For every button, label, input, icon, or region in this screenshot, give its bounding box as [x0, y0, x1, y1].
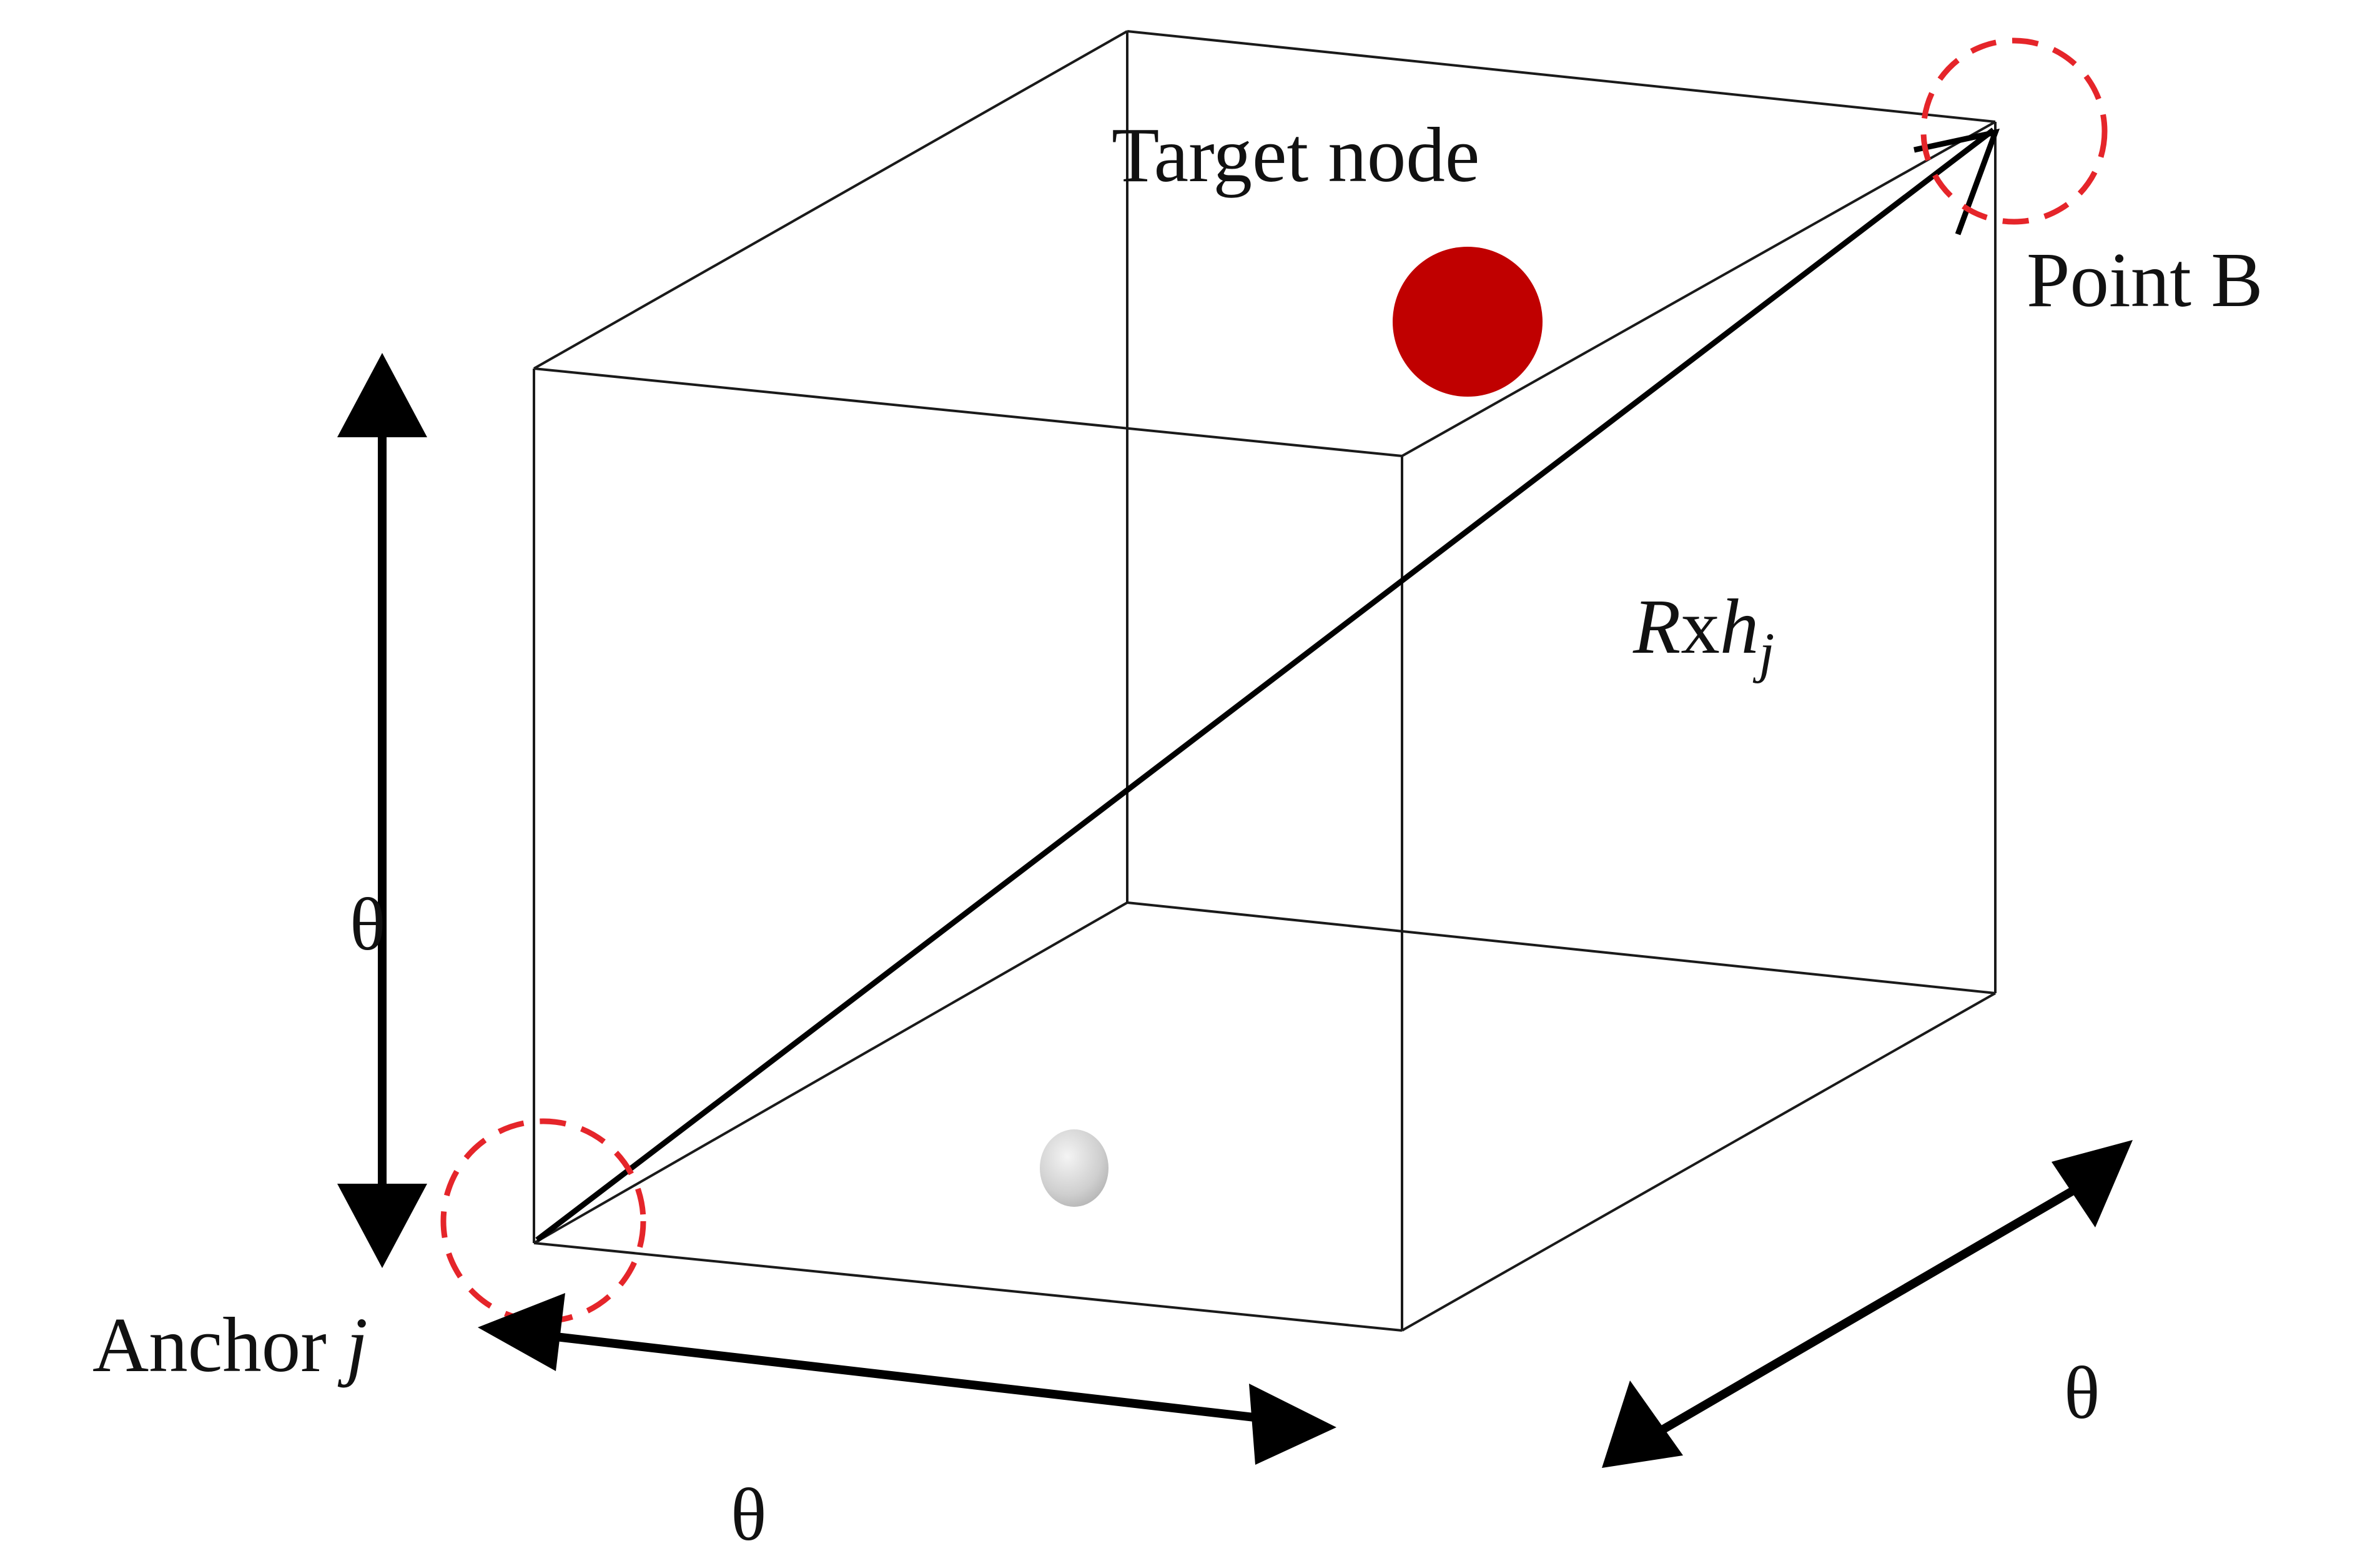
cube-edge-top-front — [533, 367, 1403, 457]
theta-vertical-label: θ — [350, 883, 385, 966]
range-arrow-head — [1913, 128, 2000, 235]
bottom-theta-arrow — [478, 1293, 1336, 1465]
range-diagonal-arrow — [535, 127, 1995, 1242]
right-theta-arrow — [1602, 1140, 2133, 1468]
cube-edge-bottom-left — [533, 901, 1128, 1244]
anchor-node-marker — [1040, 1129, 1109, 1207]
cube-edge-bottom-right — [1401, 992, 1996, 1332]
range-label-x: x — [1681, 584, 1720, 670]
target-node-label: Target node — [1112, 112, 1479, 199]
theta-bottom-label: θ — [731, 1473, 766, 1551]
range-label-r: R — [1632, 584, 1681, 670]
cube-edge-bottom-back — [1127, 901, 1996, 994]
cube — [533, 30, 1997, 1332]
anchor-label-text: Anchor — [92, 1302, 346, 1389]
range-label: Rxhj — [1632, 584, 1774, 684]
range-label-h: h — [1720, 584, 1759, 670]
target-node-marker — [1393, 247, 1543, 397]
point-b-dashed-circle — [1920, 37, 2108, 225]
cube-edge-top-right — [1401, 121, 1996, 457]
vertical-theta-arrow — [337, 353, 427, 1268]
anchor-dashed-circle — [440, 1118, 646, 1324]
cube-edge-bottom-front — [533, 1242, 1403, 1332]
anchor-label: Anchor j — [92, 1302, 368, 1389]
cube-edge-top-back — [1127, 30, 1996, 123]
cube-edge-top-left — [533, 30, 1128, 370]
theta-right-label: θ — [2064, 1351, 2100, 1434]
point-b-label: Point B — [2027, 237, 2263, 324]
